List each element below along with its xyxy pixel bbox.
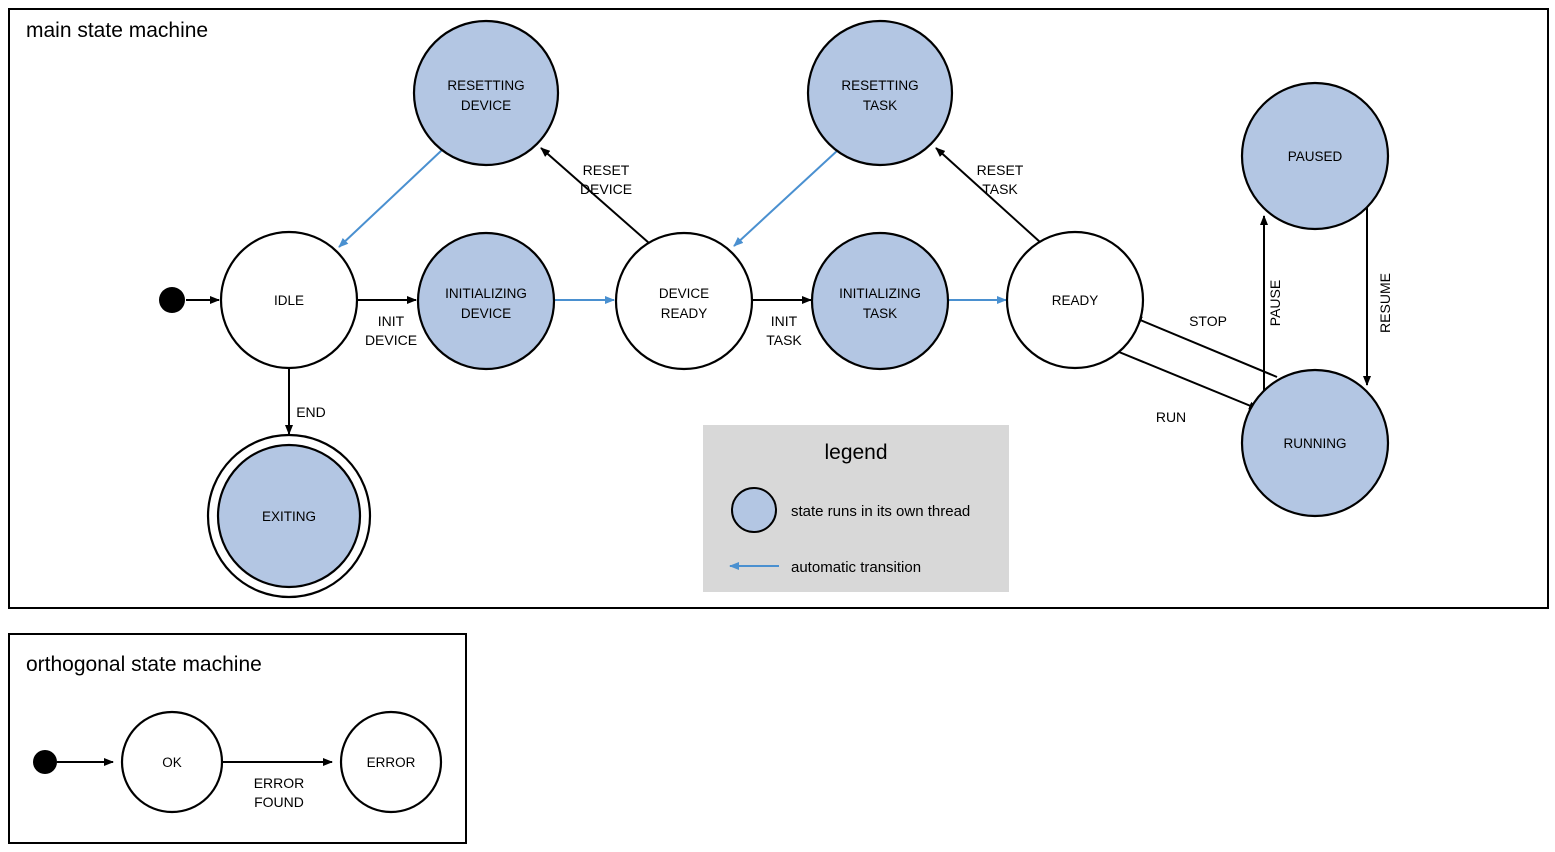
state-label-resetting-device-line2: DEVICE — [461, 98, 511, 113]
transition-label-stop: STOP — [1189, 313, 1227, 329]
state-label-exiting: EXITING — [262, 509, 316, 524]
transition-resetting-task-to-device-ready — [733, 149, 839, 247]
transition-label-init-task: INIT TASK — [766, 313, 802, 348]
state-label-initializing-task-line1: INITIALIZING — [839, 286, 921, 301]
state-node-ready[interactable]: READY — [1005, 230, 1145, 370]
legend-threaded-state-text: state runs in its own thread — [791, 503, 970, 520]
svg-text:FOUND: FOUND — [254, 794, 304, 810]
state-node-device-ready[interactable]: DEVICE READY — [614, 231, 754, 371]
state-node-ok[interactable]: OK — [120, 710, 224, 814]
transition-label-error-found: ERROR FOUND — [254, 775, 305, 810]
orthogonal-state-machine-title: orthogonal state machine — [26, 653, 262, 676]
svg-text:ERROR: ERROR — [254, 775, 305, 791]
transition-label-end: END — [296, 404, 326, 420]
start-marker-orthogonal — [33, 750, 57, 774]
state-node-idle[interactable]: IDLE — [219, 230, 359, 370]
state-label-resetting-task-line1: RESETTING — [841, 78, 918, 93]
state-label-initializing-device-line2: DEVICE — [461, 306, 511, 321]
state-node-initializing-task[interactable]: INITIALIZING TASK — [810, 231, 950, 371]
state-node-resetting-device[interactable]: RESETTING DEVICE — [412, 19, 560, 167]
state-label-paused: PAUSED — [1288, 149, 1343, 164]
state-node-error[interactable]: ERROR — [339, 710, 443, 814]
state-label-running: RUNNING — [1284, 436, 1347, 451]
state-label-initializing-device-line1: INITIALIZING — [445, 286, 527, 301]
svg-text:DEVICE: DEVICE — [580, 181, 632, 197]
state-label-initializing-task-line2: TASK — [863, 306, 897, 321]
transition-label-init-device: INIT DEVICE — [365, 313, 417, 348]
main-state-machine-frame — [8, 8, 1549, 609]
legend: legend state runs in its own thread auto… — [703, 425, 1009, 592]
state-label-resetting-task-line2: TASK — [863, 98, 897, 113]
svg-text:DEVICE: DEVICE — [365, 332, 417, 348]
state-label-ok: OK — [162, 755, 182, 770]
svg-text:INIT: INIT — [771, 313, 798, 329]
state-label-device-ready-line2: READY — [661, 306, 708, 321]
transition-device-ready-to-resetting-device — [540, 147, 650, 244]
start-marker-main — [159, 287, 185, 313]
state-node-initializing-device[interactable]: INITIALIZING DEVICE — [416, 231, 556, 371]
svg-text:TASK: TASK — [766, 332, 802, 348]
state-node-resetting-task[interactable]: RESETTING TASK — [806, 19, 954, 167]
transition-running-to-ready — [1132, 316, 1278, 378]
state-label-device-ready-line1: DEVICE — [659, 286, 709, 301]
state-node-exiting[interactable]: EXITING — [206, 433, 372, 599]
transition-label-resume: RESUME — [1377, 273, 1393, 333]
transition-ready-to-running — [1118, 351, 1259, 410]
state-label-ready: READY — [1052, 293, 1099, 308]
svg-text:INIT: INIT — [378, 313, 405, 329]
transition-label-run: RUN — [1156, 409, 1186, 425]
legend-threaded-state-icon — [731, 487, 777, 533]
state-label-idle: IDLE — [274, 293, 304, 308]
legend-auto-transition-text: automatic transition — [791, 559, 921, 576]
transition-label-pause: PAUSE — [1267, 280, 1283, 326]
transition-label-reset-device: RESET DEVICE — [580, 162, 632, 197]
svg-text:TASK: TASK — [982, 181, 1018, 197]
transition-label-reset-task: RESET TASK — [977, 162, 1024, 197]
svg-text:RESET: RESET — [583, 162, 630, 178]
state-label-error: ERROR — [367, 755, 416, 770]
svg-text:RESET: RESET — [977, 162, 1024, 178]
state-node-running[interactable]: RUNNING — [1240, 368, 1390, 518]
orthogonal-state-machine-frame — [8, 633, 467, 844]
main-state-machine-title: main state machine — [26, 19, 208, 42]
legend-title: legend — [824, 441, 887, 464]
transition-resetting-device-to-idle — [338, 149, 443, 248]
transition-ready-to-resetting-task — [935, 147, 1041, 243]
state-label-resetting-device-line1: RESETTING — [447, 78, 524, 93]
state-node-paused[interactable]: PAUSED — [1240, 81, 1390, 231]
